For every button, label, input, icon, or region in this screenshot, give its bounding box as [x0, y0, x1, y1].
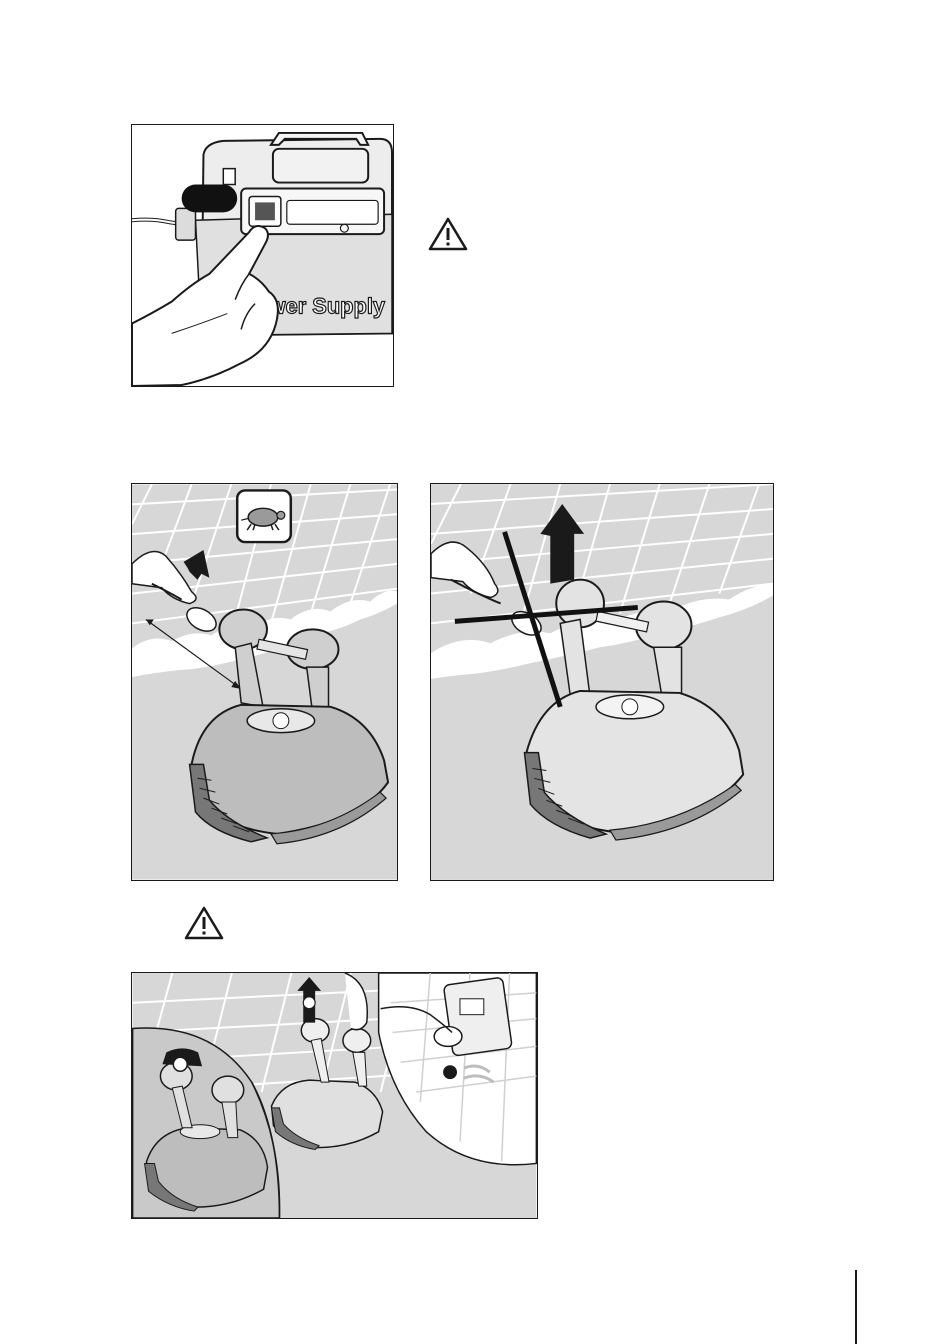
step-marker-1	[173, 1057, 187, 1071]
removal-steps-illustration	[131, 972, 538, 1219]
power-supply-illustration: Power Supply	[131, 124, 394, 387]
step-marker-3	[443, 1065, 457, 1079]
slow-pull-illustration	[131, 483, 398, 881]
page-margin-rule	[855, 1270, 857, 1344]
wrong-pull-illustration	[430, 483, 774, 881]
step-marker-2	[303, 997, 315, 1009]
power-button-icon	[255, 202, 275, 220]
warning-triangle-icon	[428, 217, 468, 251]
turtle-icon	[237, 490, 291, 542]
warning-triangle-icon	[184, 906, 224, 940]
